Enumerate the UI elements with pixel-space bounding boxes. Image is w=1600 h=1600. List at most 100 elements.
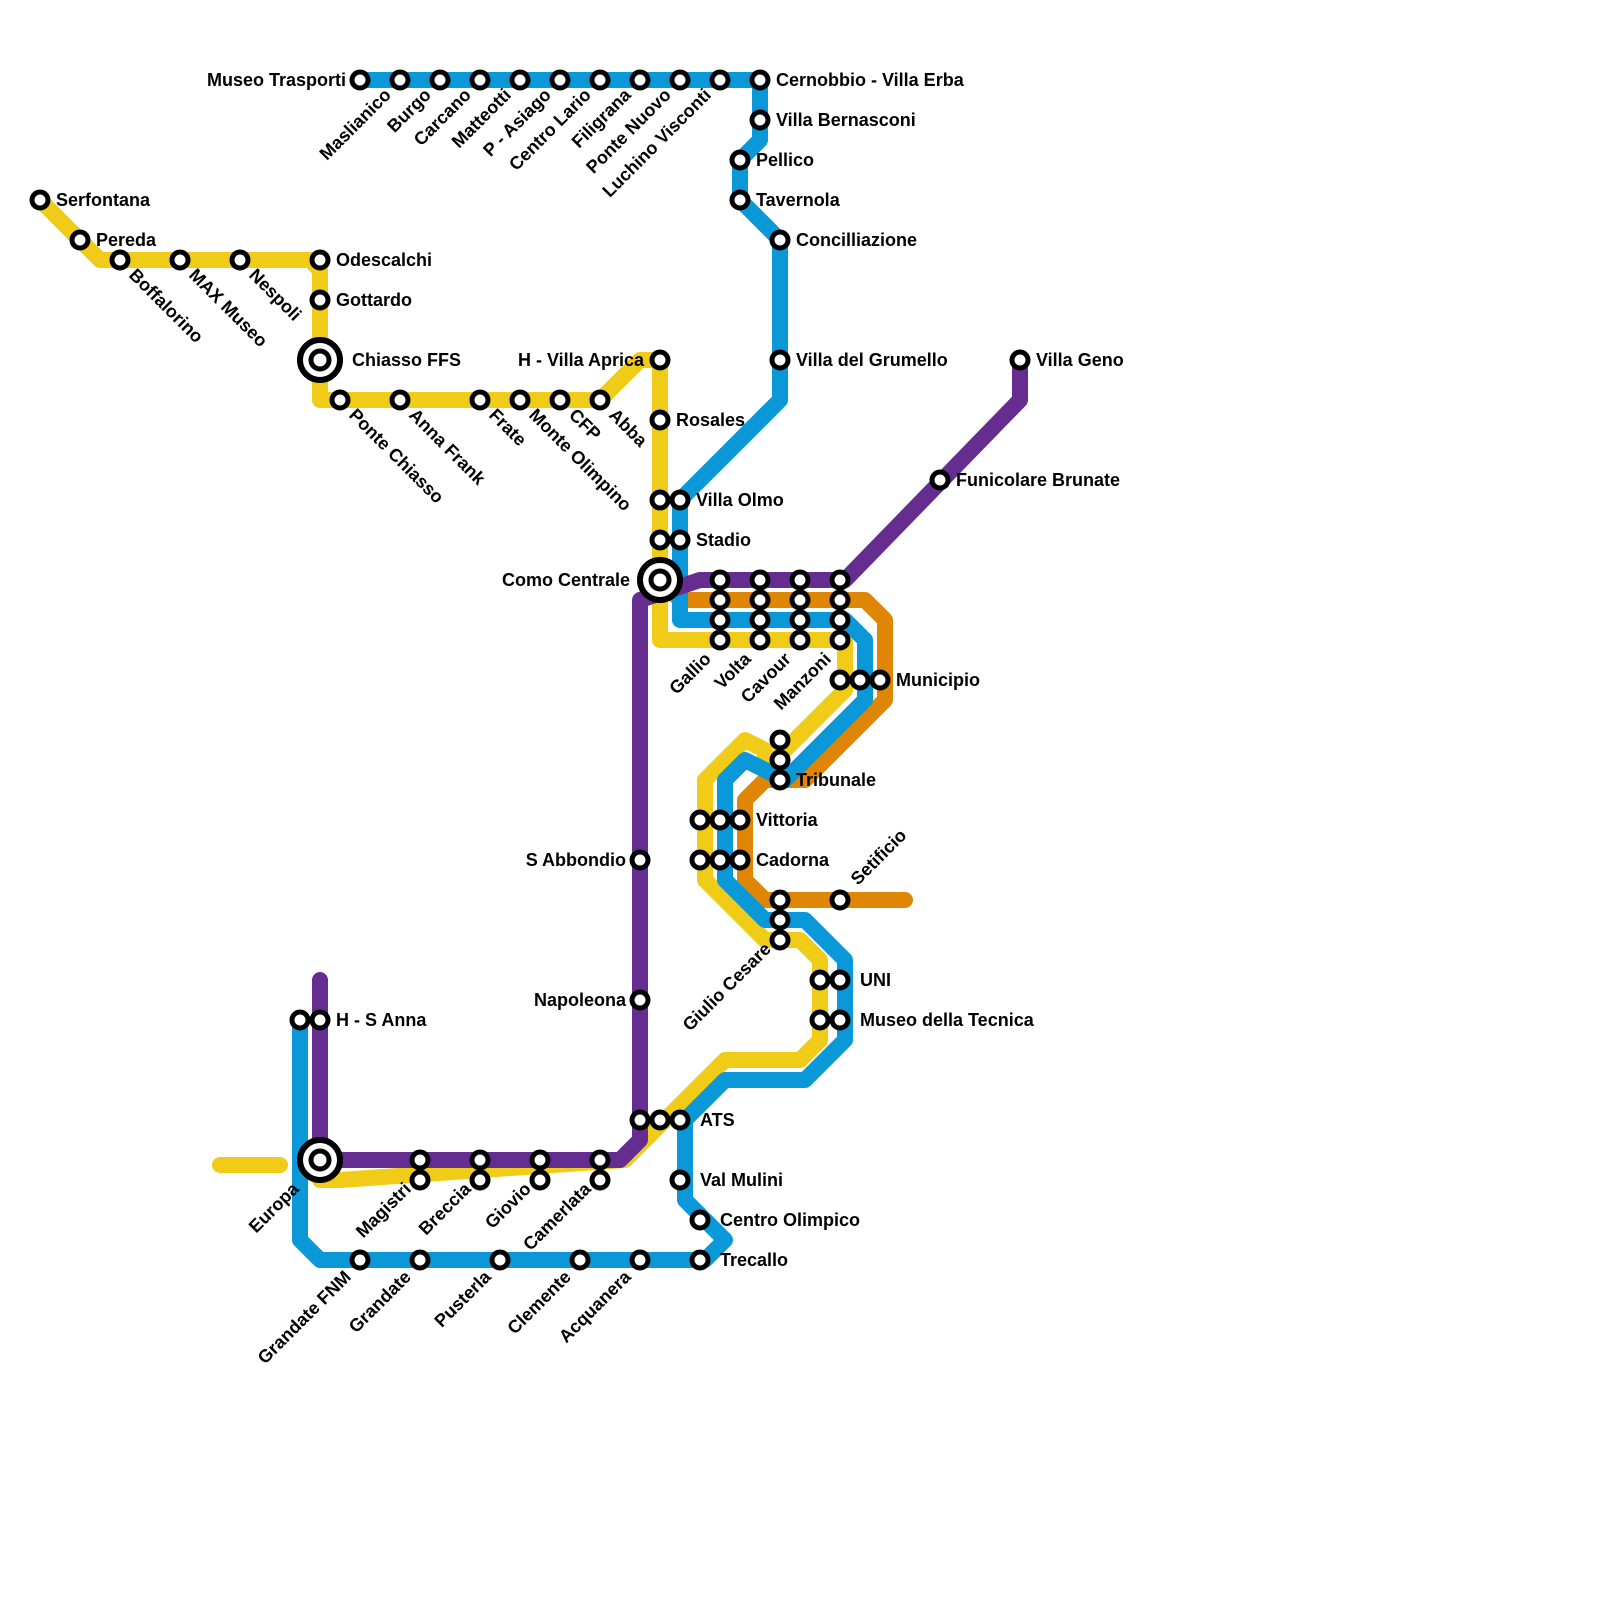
stop-museo-trasporti[interactable] bbox=[349, 69, 371, 91]
label-gallio: Gallio bbox=[665, 649, 715, 699]
hub-europa[interactable] bbox=[297, 1137, 343, 1183]
stop-luchino-visconti[interactable] bbox=[709, 69, 731, 91]
stop-centro-olimpico[interactable] bbox=[689, 1209, 711, 1231]
stop-val-mulini[interactable] bbox=[669, 1169, 691, 1191]
stop-magistri[interactable] bbox=[409, 1149, 431, 1191]
stop-uni[interactable] bbox=[809, 969, 851, 991]
stop-cadorna[interactable] bbox=[689, 849, 751, 871]
stop-burgo[interactable] bbox=[429, 69, 451, 91]
label-centro-olimpico: Centro Olimpico bbox=[720, 1210, 860, 1230]
stops bbox=[29, 69, 1031, 1271]
stop-museo-tecnica[interactable] bbox=[809, 1009, 851, 1031]
stop-villa-grumello[interactable] bbox=[769, 349, 791, 371]
stop-clemente[interactable] bbox=[569, 1249, 591, 1271]
stop-abba[interactable] bbox=[589, 389, 611, 411]
stop-giulio-cesare[interactable] bbox=[769, 889, 791, 951]
label-serfontana: Serfontana bbox=[56, 190, 151, 210]
stop-manzoni[interactable] bbox=[829, 569, 851, 651]
label-villa-grumello: Villa del Grumello bbox=[796, 350, 948, 370]
label-setificio: Setificio bbox=[847, 825, 911, 889]
label-odescalchi: Odescalchi bbox=[336, 250, 432, 270]
stop-gottardo[interactable] bbox=[309, 289, 331, 311]
stop-cavour[interactable] bbox=[789, 569, 811, 651]
stop-setificio[interactable] bbox=[829, 889, 851, 911]
stop-breccia[interactable] bbox=[469, 1149, 491, 1191]
stop-matteotti[interactable] bbox=[509, 69, 531, 91]
stop-s-abbondio[interactable] bbox=[629, 849, 651, 871]
stop-filigrana[interactable] bbox=[629, 69, 651, 91]
stop-nespoli[interactable] bbox=[229, 249, 251, 271]
stop-ats[interactable] bbox=[629, 1109, 691, 1131]
label-abba: Abba bbox=[605, 405, 652, 452]
label-stadio: Stadio bbox=[696, 530, 751, 550]
stop-volta[interactable] bbox=[749, 569, 771, 651]
stop-maslianico[interactable] bbox=[389, 69, 411, 91]
stop-ponte-nuovo[interactable] bbox=[669, 69, 691, 91]
label-cernobbio: Cernobbio - Villa Erba bbox=[776, 70, 965, 90]
stop-villa-aprica[interactable] bbox=[649, 349, 671, 371]
label-concilliazione: Concilliazione bbox=[796, 230, 917, 250]
stop-pellico[interactable] bbox=[729, 149, 751, 171]
stop-tribunale[interactable] bbox=[769, 729, 791, 791]
stop-cfp[interactable] bbox=[549, 389, 571, 411]
label-vittoria: Vittoria bbox=[756, 810, 819, 830]
hub-chiasso-ffs[interactable] bbox=[297, 337, 343, 383]
stop-max-museo[interactable] bbox=[169, 249, 191, 271]
label-ats: ATS bbox=[700, 1110, 735, 1130]
stop-giovio[interactable] bbox=[529, 1149, 551, 1191]
stop-anna-frank[interactable] bbox=[389, 389, 411, 411]
stop-grandate-fnm[interactable] bbox=[349, 1249, 371, 1271]
stop-camerlata[interactable] bbox=[589, 1149, 611, 1191]
stop-gallio[interactable] bbox=[709, 569, 731, 651]
stop-municipio[interactable] bbox=[829, 669, 891, 691]
stop-trecallo[interactable] bbox=[689, 1249, 711, 1271]
route-yellow-northwest bbox=[32, 192, 853, 1188]
stop-tavernola[interactable] bbox=[729, 189, 751, 211]
label-museo-trasporti: Museo Trasporti bbox=[207, 70, 346, 90]
stop-rosales[interactable] bbox=[649, 409, 671, 431]
stop-frate[interactable] bbox=[469, 389, 491, 411]
label-pusterla: Pusterla bbox=[430, 1266, 495, 1331]
stop-stadio[interactable] bbox=[649, 529, 691, 551]
stop-odescalchi[interactable] bbox=[309, 249, 331, 271]
stop-villa-olmo[interactable] bbox=[649, 489, 691, 511]
stop-grandate[interactable] bbox=[409, 1249, 431, 1271]
stop-funicolare[interactable] bbox=[929, 469, 951, 491]
label-s-abbondio: S Abbondio bbox=[526, 850, 626, 870]
stop-boffalorino[interactable] bbox=[109, 249, 131, 271]
label-municipio: Municipio bbox=[896, 670, 980, 690]
label-funicolare: Funicolare Brunate bbox=[956, 470, 1120, 490]
label-pereda: Pereda bbox=[96, 230, 157, 250]
label-giovio: Giovio bbox=[481, 1179, 535, 1233]
stop-villa-bernasconi[interactable] bbox=[749, 109, 771, 131]
stop-pereda[interactable] bbox=[69, 229, 91, 251]
stop-cernobbio[interactable] bbox=[749, 69, 771, 91]
stop-napoleona[interactable] bbox=[629, 989, 651, 1011]
label-pellico: Pellico bbox=[756, 150, 814, 170]
stop-ponte-chiasso[interactable] bbox=[329, 389, 351, 411]
stop-p-asiago[interactable] bbox=[549, 69, 571, 91]
label-h-s-anna: H - S Anna bbox=[336, 1010, 427, 1030]
stop-villa-geno[interactable] bbox=[1009, 349, 1031, 371]
stop-serfontana[interactable] bbox=[29, 189, 51, 211]
label-villa-aprica: H - Villa Aprica bbox=[518, 350, 645, 370]
label-villa-bernasconi: Villa Bernasconi bbox=[776, 110, 916, 130]
stop-pusterla[interactable] bbox=[489, 1249, 511, 1271]
stop-monte-olimpino[interactable] bbox=[509, 389, 531, 411]
label-val-mulini: Val Mulini bbox=[700, 1170, 783, 1190]
label-grandate: Grandate bbox=[345, 1267, 415, 1337]
label-rosales: Rosales bbox=[676, 410, 745, 430]
stop-centro-lario[interactable] bbox=[589, 69, 611, 91]
stop-vittoria[interactable] bbox=[689, 809, 751, 831]
stop-acquanera[interactable] bbox=[629, 1249, 651, 1271]
label-uni: UNI bbox=[860, 970, 891, 990]
label-museo-tecnica: Museo della Tecnica bbox=[860, 1010, 1035, 1030]
stop-carcano[interactable] bbox=[469, 69, 491, 91]
label-como-centrale: Como Centrale bbox=[502, 570, 630, 590]
hub-como-centrale[interactable] bbox=[637, 557, 683, 603]
stop-h-s-anna[interactable] bbox=[289, 1009, 331, 1031]
label-villa-geno: Villa Geno bbox=[1036, 350, 1124, 370]
label-trecallo: Trecallo bbox=[720, 1250, 788, 1270]
stop-concilliazione[interactable] bbox=[769, 229, 791, 251]
